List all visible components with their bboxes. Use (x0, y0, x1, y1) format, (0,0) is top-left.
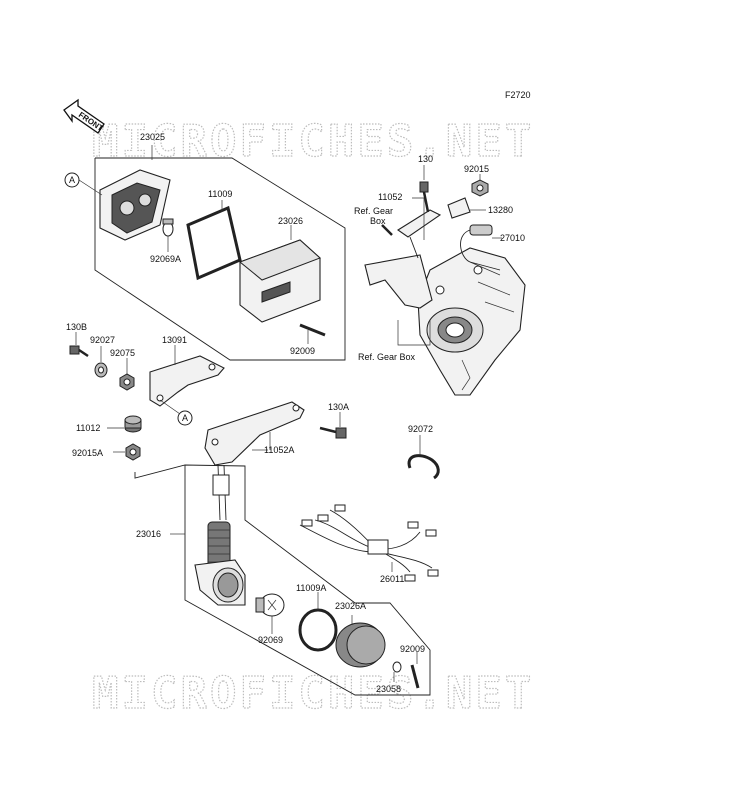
bolt-130B (69, 345, 89, 358)
lens-cover-23026 (239, 239, 321, 323)
label-92015: 92015 (464, 164, 489, 174)
svg-text:A: A (69, 175, 75, 185)
tail-lamp-group: 23025 11009 23026 92069A 92009 A (64, 132, 346, 361)
wire-harness-26011: 26011 (299, 504, 439, 584)
arm-bracket-11052A: 11052A (204, 401, 305, 466)
bracket-11052 (364, 209, 442, 309)
label-92027: 92027 (90, 335, 115, 345)
bulb-92069A (162, 218, 174, 237)
clamp-13280 (447, 197, 486, 219)
label-23026: 23026 (278, 216, 303, 226)
bolt-130A: 130A (319, 402, 349, 439)
label-130B: 130B (66, 322, 87, 332)
label-92072: 92072 (408, 424, 433, 434)
label-11009A: 11009A (296, 583, 326, 593)
figure-code: F2720 (505, 90, 531, 100)
nut-92075 (119, 373, 135, 391)
label-92075: 92075 (110, 348, 135, 358)
label-92009-top: 92009 (290, 346, 315, 356)
label-11052: 11052 (378, 192, 402, 202)
label-ref-gear-box-small-1: Ref. Gear (354, 206, 393, 216)
band-92072: 92072 (407, 424, 440, 480)
gasket-11009 (186, 205, 242, 281)
gear-box-group: 130 92015 11052 13280 Ref. Gear Box 2701… (354, 154, 526, 396)
mount-bracket-group: A 130B 92027 92075 13091 11012 92015A (66, 322, 225, 461)
label-11009: 11009 (208, 189, 232, 199)
label-23025: 23025 (140, 132, 165, 142)
label-13280: 13280 (488, 205, 513, 215)
callout-a-mid: A (159, 399, 193, 426)
bolt-130 (419, 181, 430, 213)
svg-text:A: A (182, 413, 188, 423)
label-ref-gear-box: Ref. Gear Box (358, 352, 416, 362)
label-92015A: 92015A (72, 448, 103, 458)
label-130: 130 (418, 154, 433, 164)
bracket-13091 (149, 355, 225, 407)
label-92009-bottom: 92009 (400, 644, 425, 654)
gear-box-housing (417, 247, 526, 396)
watermark-bottom: MICROFICHES.NET (92, 668, 534, 719)
label-13091: 13091 (162, 335, 187, 345)
label-ref-gear-box-small-2: Box (370, 216, 386, 226)
screw-92009-bottom (410, 652, 420, 689)
label-26011: 26011 (380, 574, 404, 584)
label-130A: 130A (328, 402, 349, 412)
sensor-27010 (460, 224, 502, 271)
label-11052A: 11052A (264, 445, 294, 455)
label-92069A: 92069A (150, 254, 181, 264)
label-27010: 27010 (500, 233, 525, 243)
washer-23058 (392, 661, 402, 682)
label-92069: 92069 (258, 635, 283, 645)
nut-92015A (125, 443, 141, 461)
screw-92009-top (299, 323, 326, 344)
label-23058: 23058 (376, 684, 401, 694)
label-23026A: 23026A (335, 601, 366, 611)
watermark-top: MICROFICHES.NET (92, 116, 534, 167)
callout-a-top: A (64, 172, 103, 196)
turn-signal-group: 23016 11009A 23026A 92069 92009 23058 (134, 464, 431, 696)
gasket-11009A (298, 592, 338, 652)
turn-lamp-body-23016 (194, 521, 246, 606)
grommet-11012 (124, 415, 142, 433)
label-11012: 11012 (76, 423, 100, 433)
collar-92027 (94, 362, 108, 378)
label-23016: 23016 (136, 529, 161, 539)
lamp-base-23025 (99, 169, 171, 241)
bulb-92069 (255, 593, 285, 634)
nut-92015 (471, 179, 489, 197)
lens-23026A (335, 615, 386, 668)
